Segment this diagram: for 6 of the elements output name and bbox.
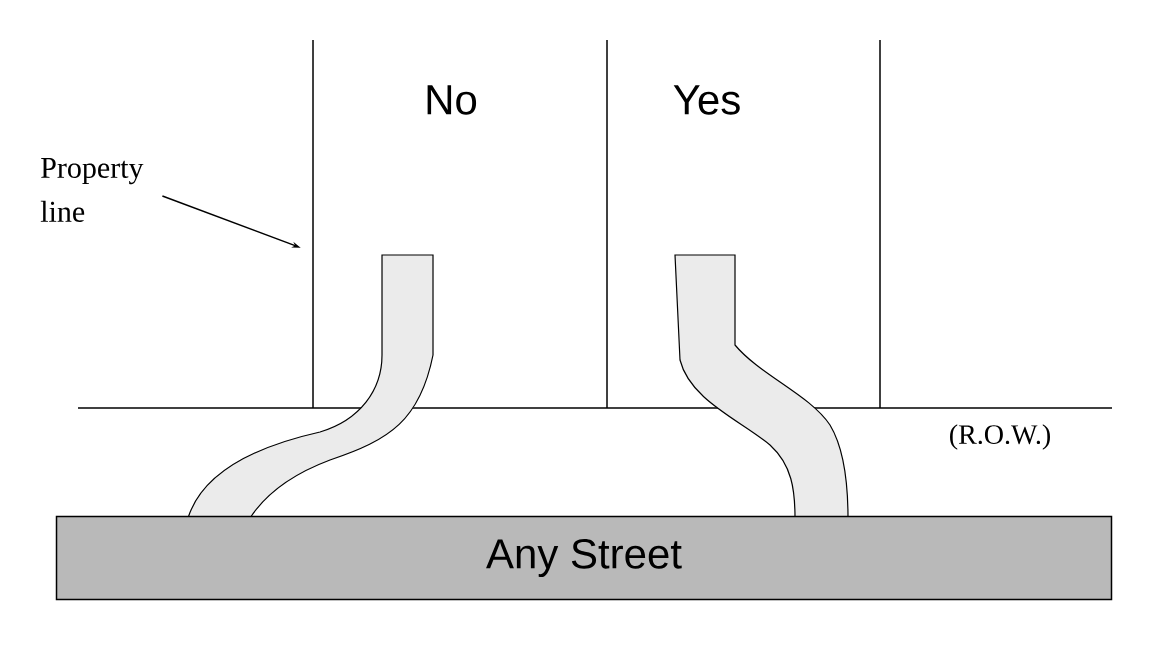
property-line (312, 40, 314, 408)
heading-text: No (427, 85, 477, 115)
abbreviation-text: (R.O.W.) (950, 424, 1050, 450)
street-box: Any Street (55, 515, 1113, 601)
heading-text: Yes (673, 85, 740, 115)
callout-text: Property line (40, 158, 144, 222)
